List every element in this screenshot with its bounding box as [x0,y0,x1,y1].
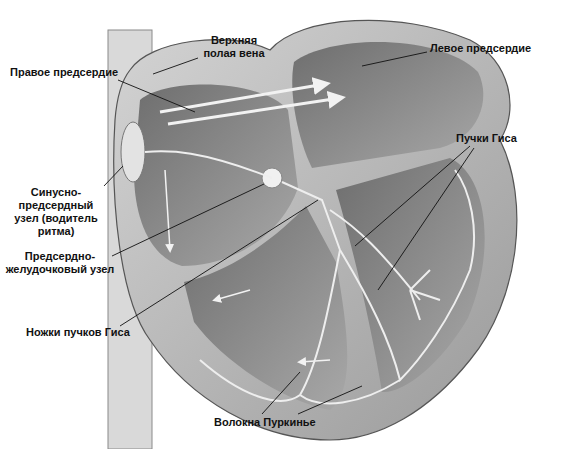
left-ventricle-cavity [336,158,485,392]
part-label: Синусно-предсердный узел (водитель ритма… [6,186,106,238]
heart-outline [114,20,517,440]
part-label: Волокна Пуркинье [214,416,344,429]
leader-lines [104,52,474,414]
conduction-fibers [145,151,474,403]
part-label: Верхняя полая вена [198,34,270,60]
impulse-arrows [160,84,340,362]
part-label: Предсердно-желудочковый узел [4,250,116,276]
part-label: Левое предсердие [430,42,550,55]
right-ventricle-cavity [184,206,347,410]
left-atrium-cavity [292,42,483,168]
part-label: Пучки Гиса [456,132,551,145]
sa-node [121,122,145,182]
part-label: Ножки пучков Гиса [26,326,151,339]
part-label: Правое предсердие [10,66,128,79]
